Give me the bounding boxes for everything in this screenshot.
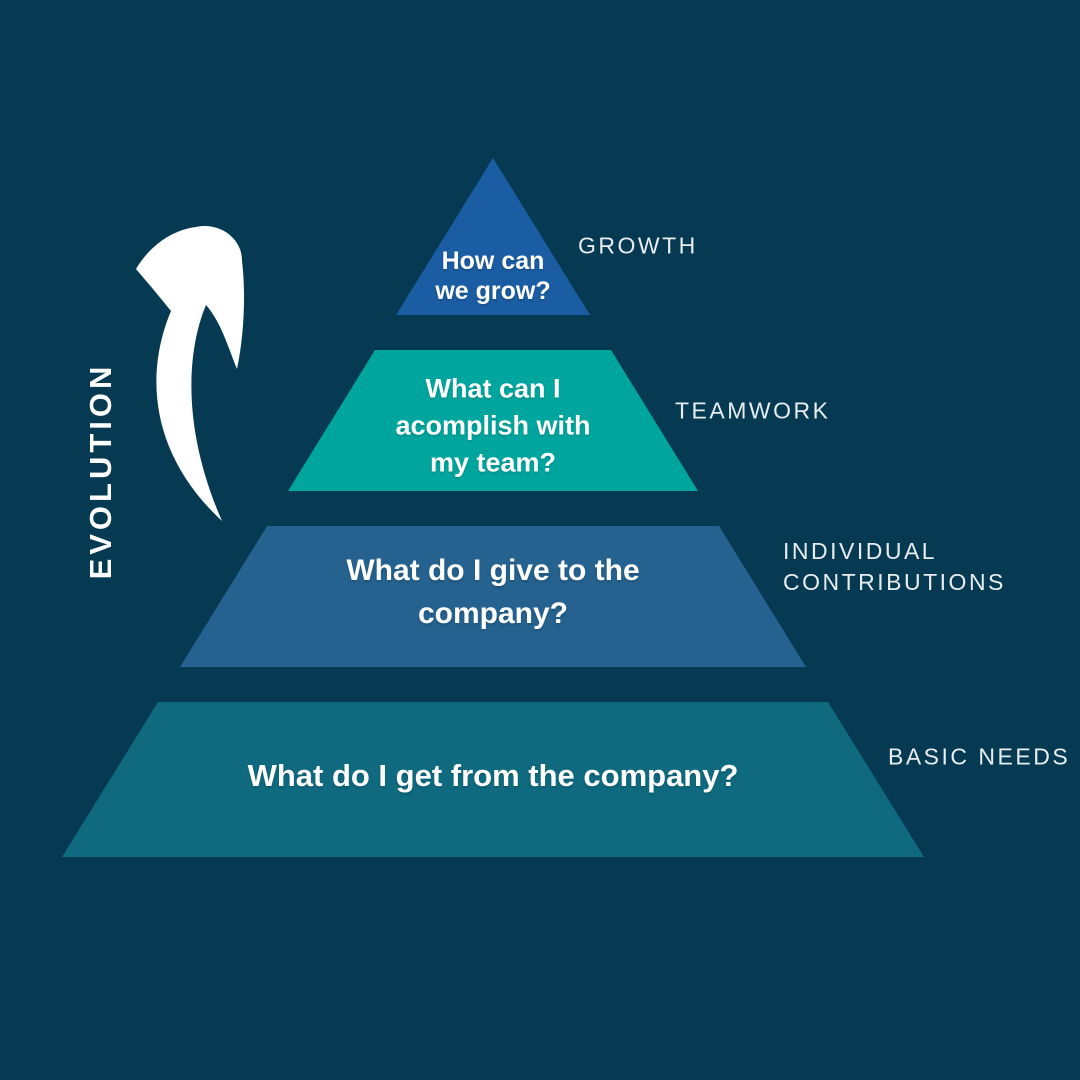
pyramid-level-teamwork-shape: [288, 350, 698, 491]
question-individual-contributions: What do I give to the company?: [346, 549, 639, 635]
question-line: we grow?: [435, 277, 551, 305]
question-line: What do I give to the: [346, 554, 640, 587]
question-line: What can I: [425, 373, 561, 404]
question-line: What do I get from the company?: [247, 758, 739, 793]
question-line: How can: [441, 247, 545, 275]
question-growth: How can we grow?: [435, 246, 550, 306]
side-label-growth: GROWTH: [578, 231, 698, 262]
side-label-teamwork: TEAMWORK: [675, 396, 830, 427]
side-label-basic-needs: BASIC NEEDS: [888, 742, 1070, 773]
question-line: acomplish with: [395, 410, 591, 441]
question-line: company?: [417, 597, 569, 630]
curved-up-arrow-icon: [136, 226, 245, 521]
question-basic-needs: What do I get from the company?: [248, 758, 739, 794]
side-label-line: GROWTH: [578, 232, 698, 259]
side-label-line: TEAMWORK: [675, 397, 831, 424]
pyramid-level-growth-shape: [396, 158, 590, 315]
side-label-line: CONTRIBUTIONS: [783, 569, 1006, 595]
side-label-individual-contributions: INDIVIDUAL CONTRIBUTIONS: [783, 536, 1006, 598]
evolution-label: EVOLUTION: [83, 362, 118, 580]
question-line: my team?: [429, 447, 557, 478]
side-label-line: BASIC NEEDS: [888, 743, 1071, 770]
pyramid-level-basic-needs-shape: [62, 702, 924, 857]
side-label-line: INDIVIDUAL: [783, 538, 938, 564]
question-teamwork: What can I acomplish with my team?: [395, 371, 590, 482]
pyramid-level-individual-contributions-shape: [180, 526, 806, 667]
